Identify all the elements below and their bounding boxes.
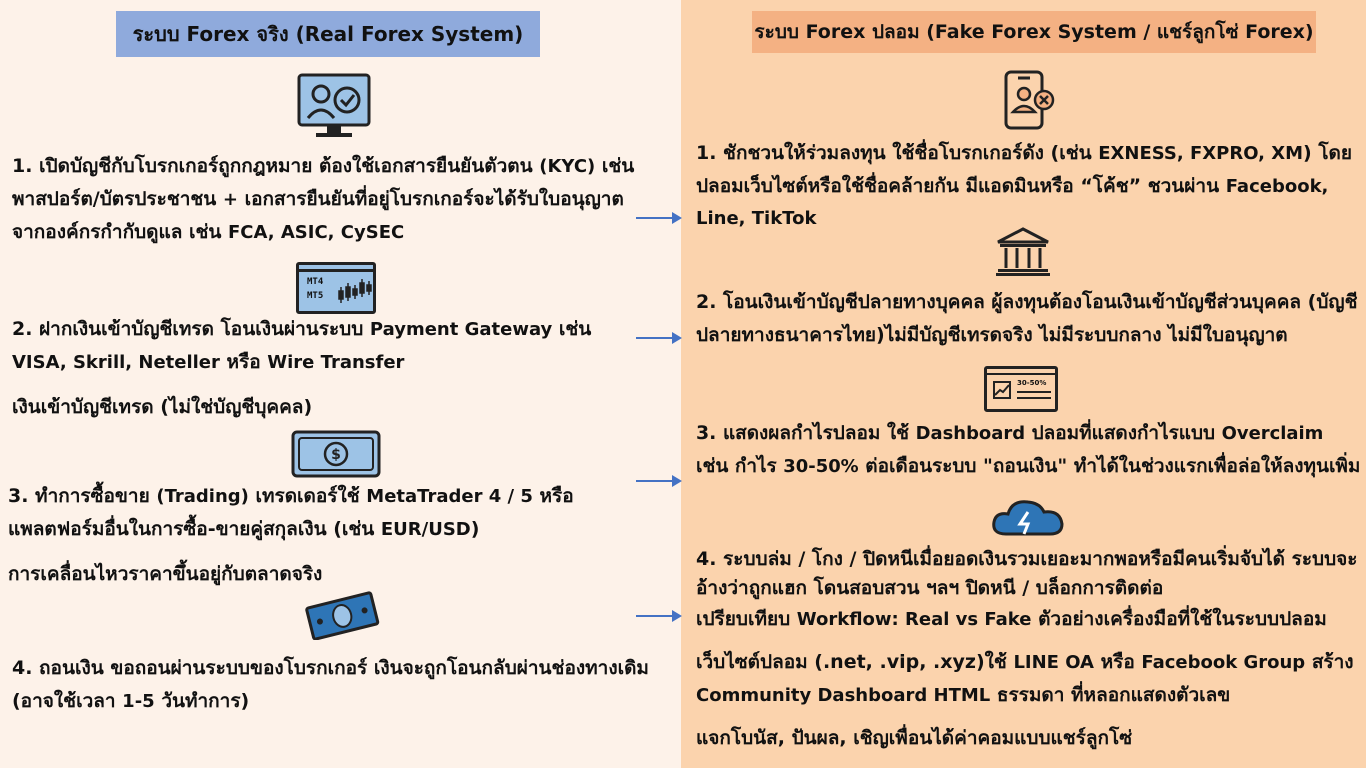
real-step-4: 4. ถอนเงิน ขอถอนผ่านระบบของโบรกเกอร์ เงิ… [12, 657, 649, 712]
cloud-lightning-icon [992, 500, 1064, 536]
fake-step-4: 4. ระบบล่ม / โกง / ปิดหนีเมื่อยอดเงินรวม… [696, 548, 1358, 749]
real-step-2: 2. ฝากเงินเข้าบัญชีเทรด โอนเงินผ่านระบบ … [12, 318, 592, 418]
dashboard-icon: 30-50% [984, 366, 1058, 412]
fake-step-2: 2. โอนเงินเข้าบัญชีปลายทางบุคคล ผู้ลงทุน… [696, 291, 1358, 346]
arrow-right-icon [636, 475, 682, 487]
real-step-1: 1. เปิดบัญชีกับโบรกเกอร์ถูกกฎหมาย ต้องใช… [12, 155, 635, 243]
kyc-monitor-icon [297, 73, 371, 137]
fake-phone-icon [1004, 70, 1055, 130]
arrow-right-icon [636, 212, 682, 224]
dashboard-percent-label: 30-50% [1017, 379, 1047, 387]
arrow-right-icon [636, 332, 682, 344]
mt5-label: MT5 [307, 291, 324, 301]
trading-platform-icon: MT4 MT5 [296, 262, 376, 314]
svg-text:$: $ [331, 447, 341, 463]
real-step-3: 3. ทำการซื้อขาย (Trading) เทรดเดอร์ใช้ M… [8, 485, 574, 585]
cash-bill-icon [305, 591, 380, 640]
fake-system-header: ระบบ Forex ปลอม (Fake Forex System / แชร… [752, 11, 1316, 53]
mt4-label: MT4 [307, 277, 324, 287]
fake-step-1: 1. ชักชวนให้ร่วมลงทุน ใช้ชื่อโบรกเกอร์ดั… [696, 142, 1353, 229]
arrow-right-icon [636, 610, 682, 622]
bank-icon [996, 227, 1050, 276]
real-system-header: ระบบ Forex จริง (Real Forex System) [116, 11, 540, 57]
fake-step-3: 3. แสดงผลกำไรปลอม ใช้ Dashboard ปลอมที่แ… [696, 422, 1361, 477]
trend-line-icon [994, 384, 1010, 396]
dollar-bill-icon: $ [291, 430, 381, 478]
candlestick-icon [338, 279, 372, 303]
